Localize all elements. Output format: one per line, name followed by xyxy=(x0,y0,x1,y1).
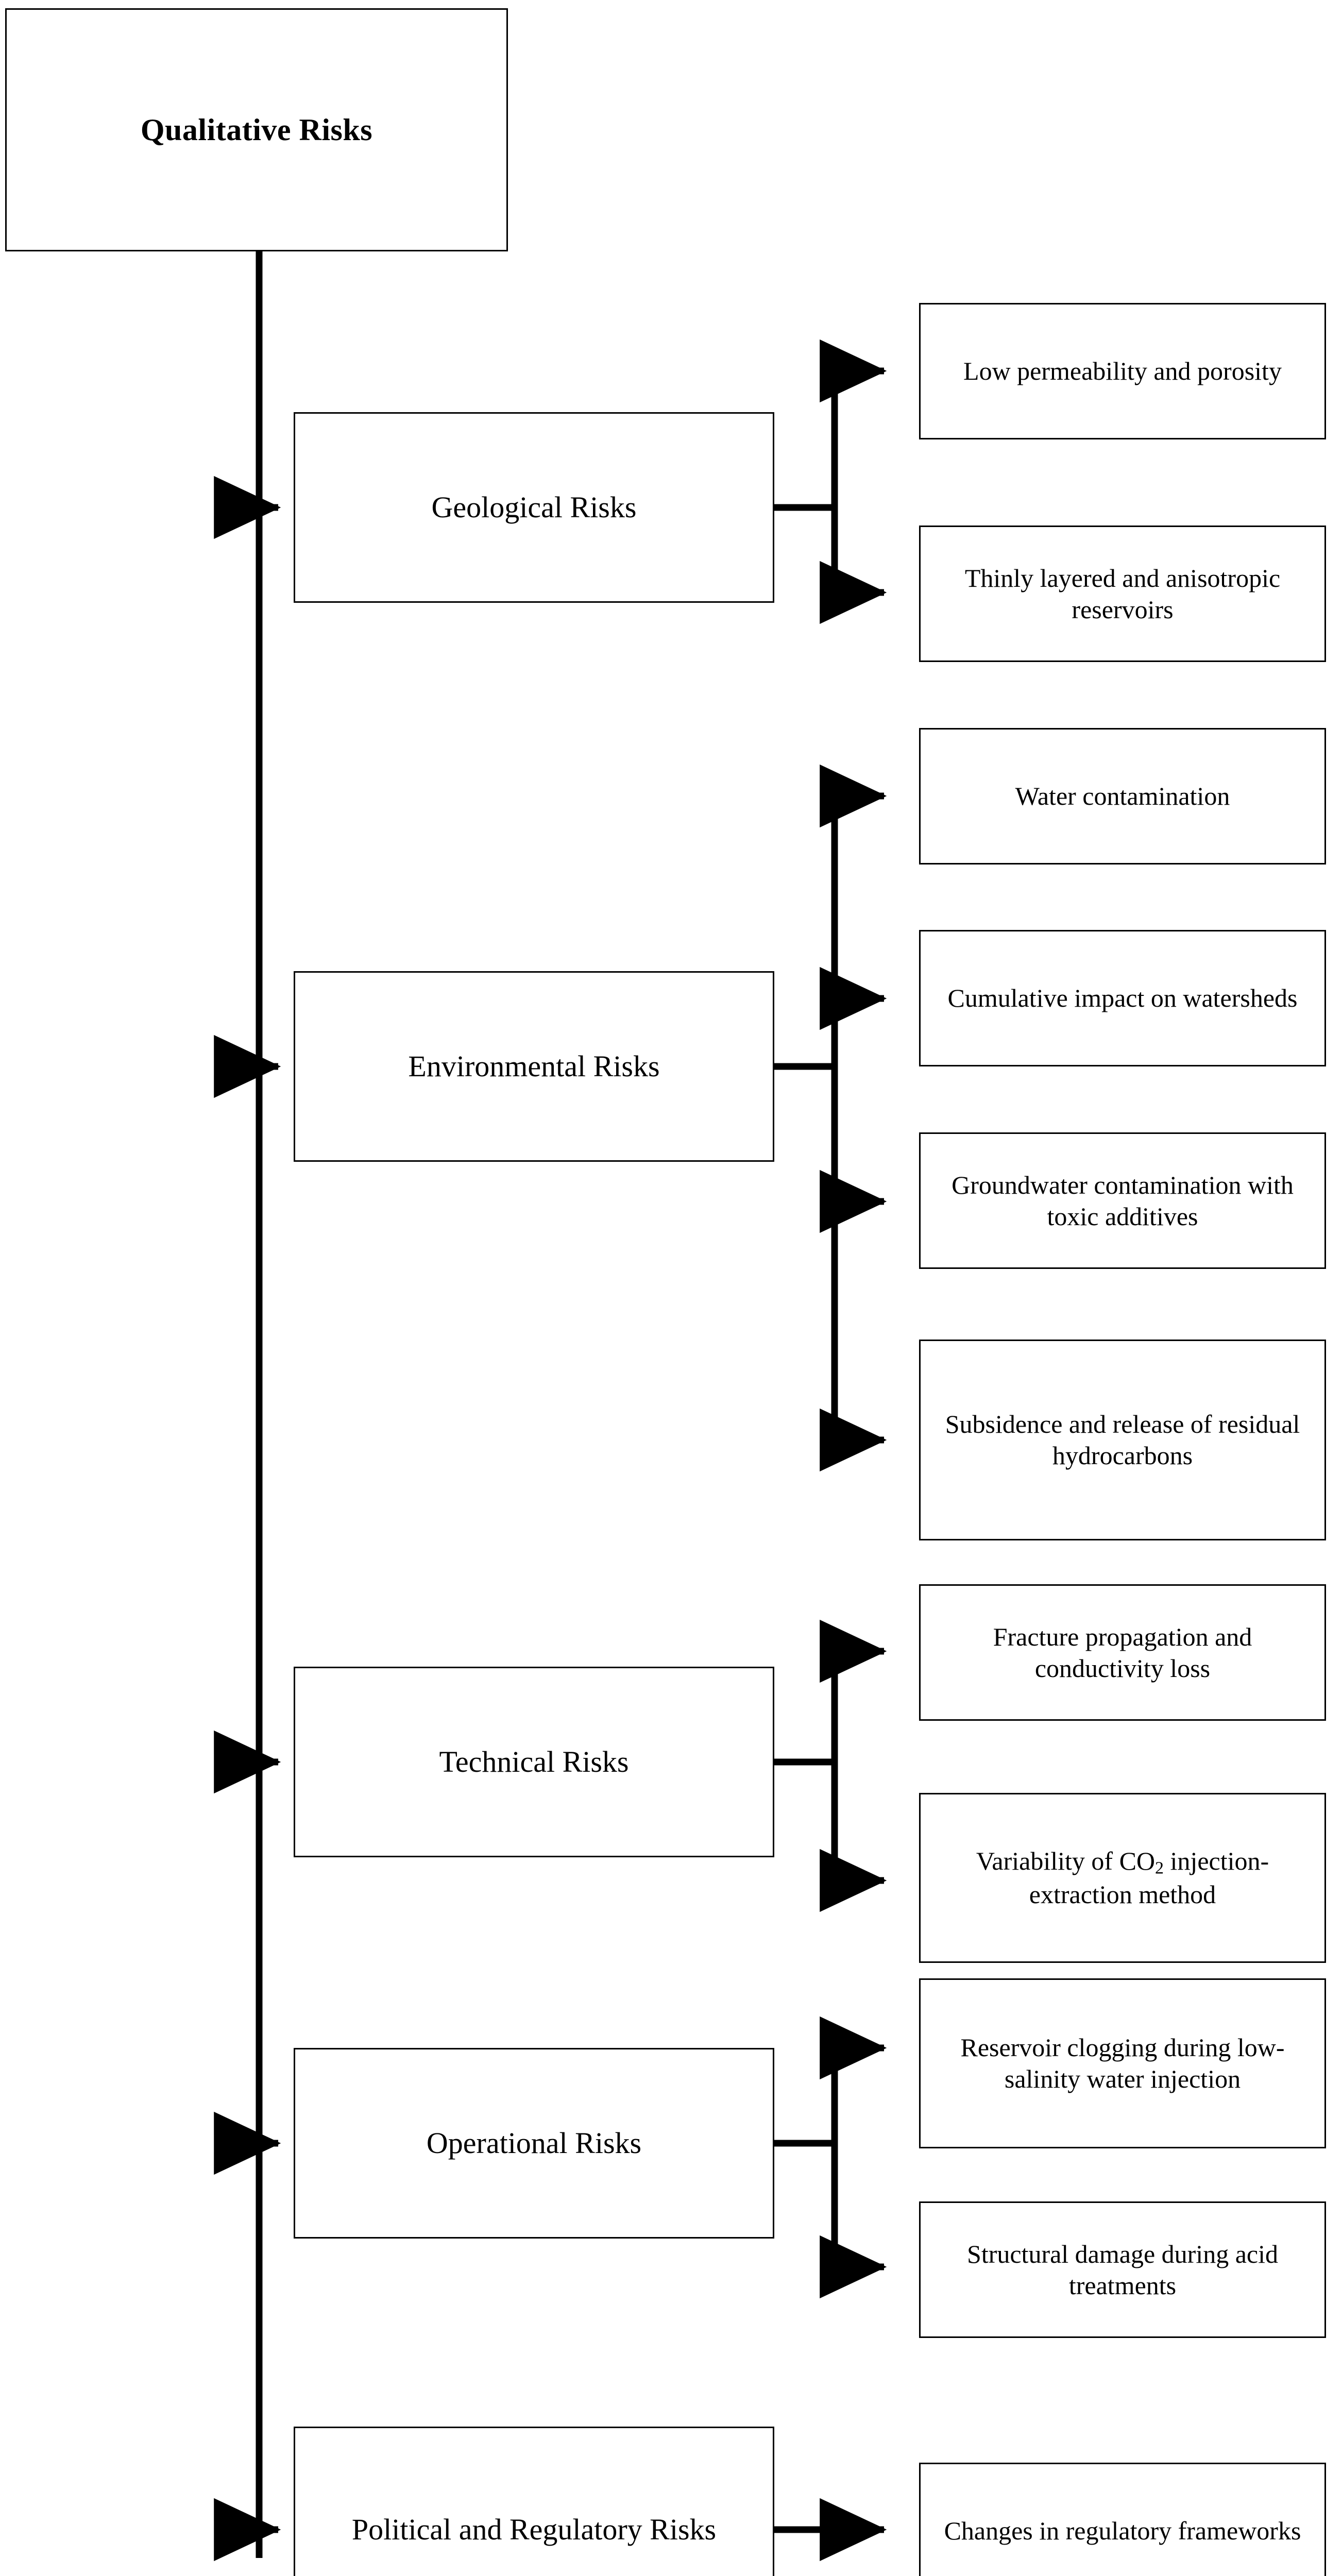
node-leaf-regulatory-frameworks[interactable]: Changes in regulatory frameworks xyxy=(919,2463,1326,2576)
node-leaf-cumulative-impact-label: Cumulative impact on watersheds xyxy=(947,984,1298,1012)
node-category-operational-label: Operational Risks xyxy=(426,2126,642,2160)
node-leaf-co2-variability[interactable]: Variability of CO2 injection-extraction … xyxy=(919,1793,1326,1963)
node-leaf-subsidence-release[interactable]: Subsidence and release of residual hydro… xyxy=(919,1340,1326,1540)
node-leaf-reservoir-clogging-label: Reservoir clogging during low-salinity w… xyxy=(960,2033,1285,2093)
node-root[interactable]: Qualitative Risks xyxy=(5,8,508,251)
node-leaf-reservoir-clogging[interactable]: Reservoir clogging during low-salinity w… xyxy=(919,1978,1326,2148)
node-leaf-fracture-propagation-label: Fracture propagation and conductivity lo… xyxy=(993,1622,1252,1683)
node-leaf-low-permeability[interactable]: Low permeability and porosity xyxy=(919,303,1326,439)
node-leaf-thinly-layered-label: Thinly layered and anisotropic reservoir… xyxy=(964,563,1281,624)
node-leaf-subsidence-release-label: Subsidence and release of residual hydro… xyxy=(945,1410,1300,1470)
node-leaf-water-contamination[interactable]: Water contamination xyxy=(919,728,1326,865)
node-category-technical-label: Technical Risks xyxy=(439,1744,629,1778)
node-category-environmental-label: Environmental Risks xyxy=(408,1049,660,1083)
node-leaf-groundwater-contamination[interactable]: Groundwater contamination with toxic add… xyxy=(919,1132,1326,1269)
node-leaf-structural-damage-label: Structural damage during acid treatments xyxy=(967,2239,1278,2300)
node-leaf-thinly-layered[interactable]: Thinly layered and anisotropic reservoir… xyxy=(919,526,1326,662)
node-leaf-water-contamination-label: Water contamination xyxy=(1015,782,1230,810)
fork-operational-spine xyxy=(774,2048,838,2267)
node-leaf-structural-damage[interactable]: Structural damage during acid treatments xyxy=(919,2201,1326,2338)
node-leaf-low-permeability-label: Low permeability and porosity xyxy=(963,357,1282,385)
node-category-geological[interactable]: Geological Risks xyxy=(294,412,774,603)
node-category-geological-label: Geological Risks xyxy=(431,490,637,524)
node-leaf-cumulative-impact[interactable]: Cumulative impact on watersheds xyxy=(919,930,1326,1066)
node-category-environmental[interactable]: Environmental Risks xyxy=(294,971,774,1162)
node-category-political[interactable]: Political and Regulatory Risks xyxy=(294,2427,774,2576)
node-leaf-fracture-propagation[interactable]: Fracture propagation and conductivity lo… xyxy=(919,1584,1326,1721)
node-leaf-co2-variability-label: Variability of CO2 injection-extraction … xyxy=(976,1846,1269,1909)
node-leaf-regulatory-frameworks-label: Changes in regulatory frameworks xyxy=(944,2516,1301,2545)
fork-geological-spine xyxy=(774,371,838,592)
fork-environmental-spine xyxy=(774,796,838,1440)
node-category-technical[interactable]: Technical Risks xyxy=(294,1667,774,1857)
node-category-political-label: Political and Regulatory Risks xyxy=(351,2513,717,2547)
node-leaf-groundwater-contamination-label: Groundwater contamination with toxic add… xyxy=(952,1170,1294,1231)
node-category-operational[interactable]: Operational Risks xyxy=(294,2048,774,2239)
fork-technical-spine xyxy=(774,1651,838,1880)
node-root-label: Qualitative Risks xyxy=(140,112,373,147)
